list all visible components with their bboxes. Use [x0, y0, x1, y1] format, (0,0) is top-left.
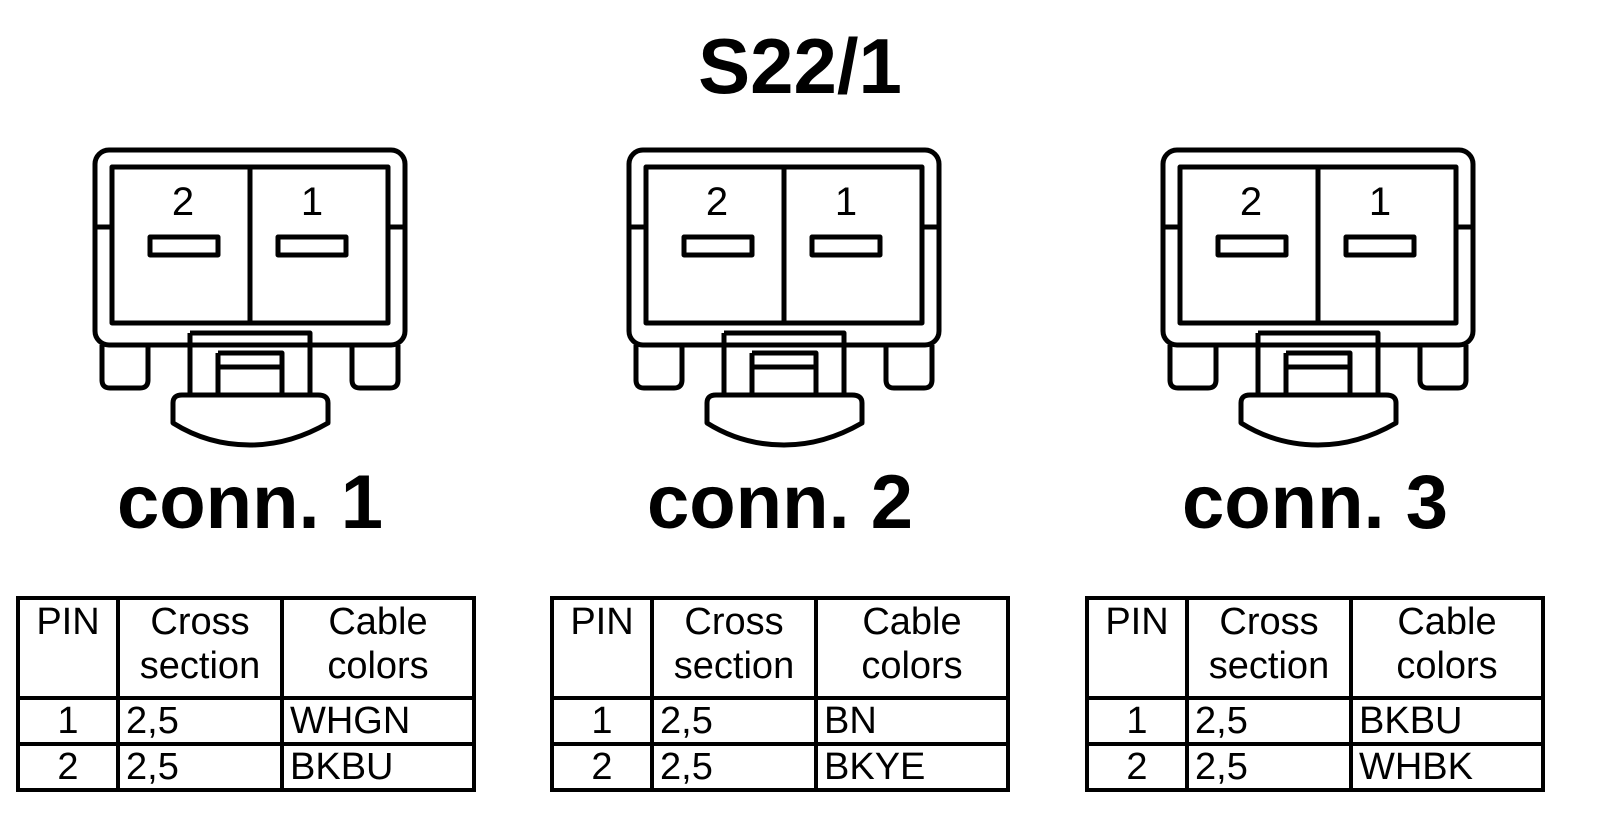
- header-cable-colors: Cable colors: [1349, 596, 1545, 700]
- cross-section-cell: 2,5: [116, 696, 284, 746]
- pin-number-2: 2: [706, 180, 728, 224]
- pin-1-terminal: [1343, 234, 1417, 258]
- pin-cell: 2: [16, 742, 120, 792]
- left-foot: [99, 345, 151, 391]
- table-header-row: PIN Cross section Cable colors: [16, 596, 476, 700]
- table-header-row: PIN Cross section Cable colors: [550, 596, 1010, 700]
- pin-cell: 2: [1085, 742, 1189, 792]
- cross-section-cell: 2,5: [1185, 742, 1353, 792]
- connector-3-pin-table: PIN Cross section Cable colors 1 2,5 BKB…: [1085, 596, 1545, 792]
- latch-frame: [190, 330, 313, 393]
- right-foot: [883, 345, 935, 391]
- header-pin: PIN: [550, 596, 654, 700]
- latch-frame: [1258, 330, 1381, 393]
- pin-1-terminal: [275, 234, 349, 258]
- pin-number-2: 2: [1240, 180, 1262, 224]
- header-cable-colors: Cable colors: [280, 596, 476, 700]
- pin-number-1: 1: [301, 180, 323, 224]
- pin-cell: 1: [16, 696, 120, 746]
- connector-2-drawing: 2 1: [626, 147, 942, 448]
- pin-number-1: 1: [835, 180, 857, 224]
- latch-tab: [170, 392, 331, 448]
- connector-1-label: conn. 1: [116, 460, 384, 545]
- cross-section-cell: 2,5: [116, 742, 284, 792]
- table-row: 2 2,5 BKBU: [16, 742, 476, 792]
- connector-1-pin-table: PIN Cross section Cable colors 1 2,5 WHG…: [16, 596, 476, 792]
- connector-2-pin-table: PIN Cross section Cable colors 1 2,5 BN …: [550, 596, 1010, 792]
- connector-housing: [626, 147, 942, 348]
- header-pin: PIN: [16, 596, 120, 700]
- table-row: 1 2,5 BN: [550, 696, 1010, 746]
- header-cross-section: Cross section: [116, 596, 284, 700]
- header-pin: PIN: [1085, 596, 1189, 700]
- pin-cell: 1: [550, 696, 654, 746]
- left-foot: [633, 345, 685, 391]
- cable-color-cell: BKBU: [1349, 696, 1545, 746]
- pin-2-terminal: [1215, 234, 1289, 258]
- connector-3-label: conn. 3: [1181, 460, 1449, 545]
- cross-section-cell: 2,5: [650, 742, 818, 792]
- diagram-title: S22/1: [698, 22, 902, 110]
- latch-frame: [724, 330, 847, 393]
- pin-number-1: 1: [1369, 180, 1391, 224]
- cross-section-cell: 2,5: [1185, 696, 1353, 746]
- header-cross-section: Cross section: [650, 596, 818, 700]
- header-cross-section: Cross section: [1185, 596, 1353, 700]
- connector-housing: [1160, 147, 1476, 348]
- left-foot: [1167, 345, 1219, 391]
- table-row: 1 2,5 BKBU: [1085, 696, 1545, 746]
- connector-1-drawing: 2 1: [92, 147, 408, 448]
- pin-2-terminal: [681, 234, 755, 258]
- table-row: 1 2,5 WHGN: [16, 696, 476, 746]
- connector-3-drawing: 2 1: [1160, 147, 1476, 448]
- cable-color-cell: WHGN: [280, 696, 476, 746]
- header-cable-colors: Cable colors: [814, 596, 1010, 700]
- cable-color-cell: BKBU: [280, 742, 476, 792]
- pin-number-2: 2: [172, 180, 194, 224]
- table-row: 2 2,5 BKYE: [550, 742, 1010, 792]
- cable-color-cell: BN: [814, 696, 1010, 746]
- pin-cell: 1: [1085, 696, 1189, 746]
- pin-2-terminal: [147, 234, 221, 258]
- table-header-row: PIN Cross section Cable colors: [1085, 596, 1545, 700]
- pin-cell: 2: [550, 742, 654, 792]
- right-foot: [1417, 345, 1469, 391]
- connector-2-label: conn. 2: [646, 460, 914, 545]
- pin-1-terminal: [809, 234, 883, 258]
- latch-tab: [1238, 392, 1399, 448]
- connector-housing: [92, 147, 408, 348]
- table-row: 2 2,5 WHBK: [1085, 742, 1545, 792]
- right-foot: [349, 345, 401, 391]
- cable-color-cell: BKYE: [814, 742, 1010, 792]
- cross-section-cell: 2,5: [650, 696, 818, 746]
- cable-color-cell: WHBK: [1349, 742, 1545, 792]
- latch-tab: [704, 392, 865, 448]
